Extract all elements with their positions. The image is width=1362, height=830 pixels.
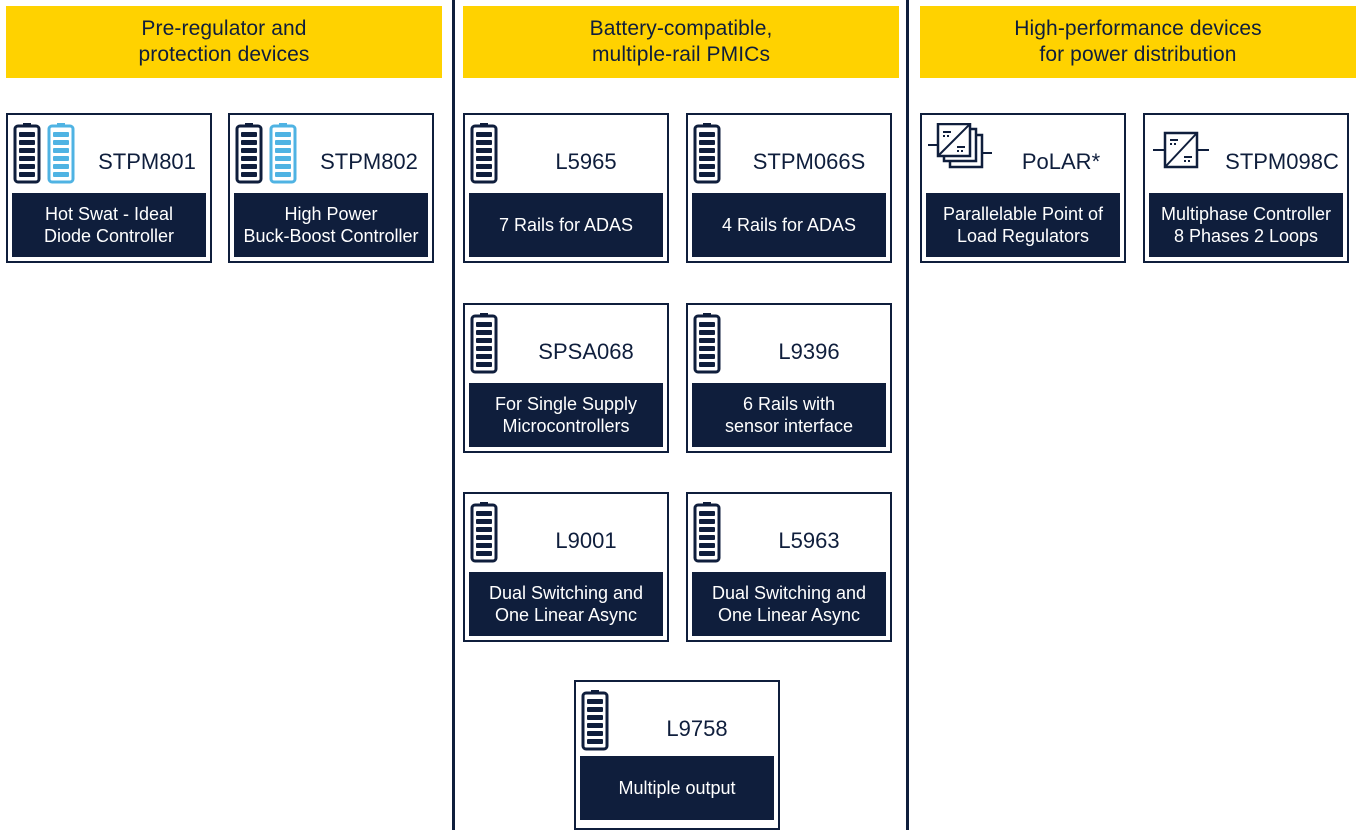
battery-icon	[692, 500, 724, 571]
device-title: L5965	[555, 149, 617, 174]
column-header-line: for power distribution	[1039, 43, 1237, 66]
battery-icon	[469, 311, 501, 382]
device-card-polar[interactable]: PoLAR* Parallelable Point of Load Regula…	[920, 113, 1126, 263]
device-description-line: 4 Rails for ADAS	[721, 215, 857, 235]
column-header-power-distribution: High-performance devices for power distr…	[920, 6, 1356, 78]
device-title: STPM801	[98, 149, 196, 174]
device-card-l9396[interactable]: L9396 6 Rails with sensor interface	[686, 303, 892, 453]
battery-icon	[469, 121, 501, 192]
device-card-spsa068[interactable]: SPSA068 For Single Supply Microcontrolle…	[463, 303, 669, 453]
column-header-line: multiple-rail PMICs	[591, 43, 771, 66]
dual-battery-icon	[12, 121, 82, 192]
device-title: PoLAR*	[1021, 149, 1101, 174]
device-description-line: High Power	[284, 204, 378, 224]
column-header-line: Pre-regulator and	[141, 17, 307, 40]
battery-icon	[580, 688, 612, 759]
device-description-line: Multiple output	[618, 778, 736, 798]
device-description: For Single Supply Microcontrollers	[469, 383, 663, 447]
device-description: Dual Switching and One Linear Async	[469, 572, 663, 636]
device-title: STPM066S	[752, 149, 866, 174]
device-card-l9001[interactable]: L9001 Dual Switching and One Linear Asyn…	[463, 492, 669, 642]
battery-icon	[692, 311, 724, 382]
device-description-line: Load Regulators	[956, 226, 1090, 246]
device-description-line: Dual Switching and	[488, 583, 644, 603]
device-description: High Power Buck-Boost Controller	[234, 193, 428, 257]
column-header-pre-regulator: Pre-regulator and protection devices	[6, 6, 442, 78]
dc-dc-converter-icon	[1151, 129, 1213, 180]
battery-icon	[469, 500, 501, 571]
device-card-stpm802[interactable]: STPM802 High Power Buck-Boost Controller	[228, 113, 434, 263]
device-description: 6 Rails with sensor interface	[692, 383, 886, 447]
column-header-line: High-performance devices	[1014, 17, 1262, 40]
device-card-l5963[interactable]: L5963 Dual Switching and One Linear Asyn…	[686, 492, 892, 642]
device-description-line: One Linear Async	[717, 605, 861, 625]
device-card-l5965[interactable]: L5965 7 Rails for ADAS	[463, 113, 669, 263]
column-divider	[452, 0, 455, 830]
device-description-line: Diode Controller	[43, 226, 175, 246]
device-title: L9758	[666, 716, 728, 741]
device-title: L9001	[555, 528, 617, 553]
device-description-line: 6 Rails with	[742, 394, 836, 414]
device-description: Multiple output	[580, 756, 774, 820]
device-description: Parallelable Point of Load Regulators	[926, 193, 1120, 257]
stacked-dc-dc-converter-icon	[928, 122, 998, 188]
device-card-stpm801[interactable]: STPM801 Hot Swat - Ideal Diode Controlle…	[6, 113, 212, 263]
device-description: Hot Swat - Ideal Diode Controller	[12, 193, 206, 257]
device-description-line: Microcontrollers	[502, 416, 630, 436]
device-description-line: Dual Switching and	[711, 583, 867, 603]
column-header-line: Battery-compatible,	[589, 17, 773, 40]
dual-battery-icon	[234, 121, 304, 192]
column-header-line: protection devices	[138, 43, 310, 66]
device-title: L9396	[778, 339, 840, 364]
device-description-line: 8 Phases 2 Loops	[1173, 226, 1319, 246]
device-card-stpm098c[interactable]: STPM098C Multiphase Controller 8 Phases …	[1143, 113, 1349, 263]
device-description-line: Parallelable Point of	[942, 204, 1104, 224]
device-description: Dual Switching and One Linear Async	[692, 572, 886, 636]
device-description: 7 Rails for ADAS	[469, 193, 663, 257]
column-header-pmics: Battery-compatible, multiple-rail PMICs	[463, 6, 899, 78]
device-title: SPSA068	[538, 339, 634, 364]
device-card-stpm066s[interactable]: STPM066S 4 Rails for ADAS	[686, 113, 892, 263]
battery-icon	[692, 121, 724, 192]
device-description-line: Buck-Boost Controller	[243, 226, 419, 246]
device-description-line: Multiphase Controller	[1160, 204, 1332, 224]
device-title: L5963	[778, 528, 840, 553]
device-title: STPM802	[320, 149, 418, 174]
device-description-line: One Linear Async	[494, 605, 638, 625]
device-description: Multiphase Controller 8 Phases 2 Loops	[1149, 193, 1343, 257]
device-description-line: Hot Swat - Ideal	[44, 204, 174, 224]
column-divider	[906, 0, 909, 830]
device-card-l9758[interactable]: L9758 Multiple output	[574, 680, 780, 830]
device-title: STPM098C	[1225, 149, 1339, 174]
device-description-line: sensor interface	[724, 416, 854, 436]
device-description-line: 7 Rails for ADAS	[498, 215, 634, 235]
device-description: 4 Rails for ADAS	[692, 193, 886, 257]
device-description-line: For Single Supply	[494, 394, 638, 414]
